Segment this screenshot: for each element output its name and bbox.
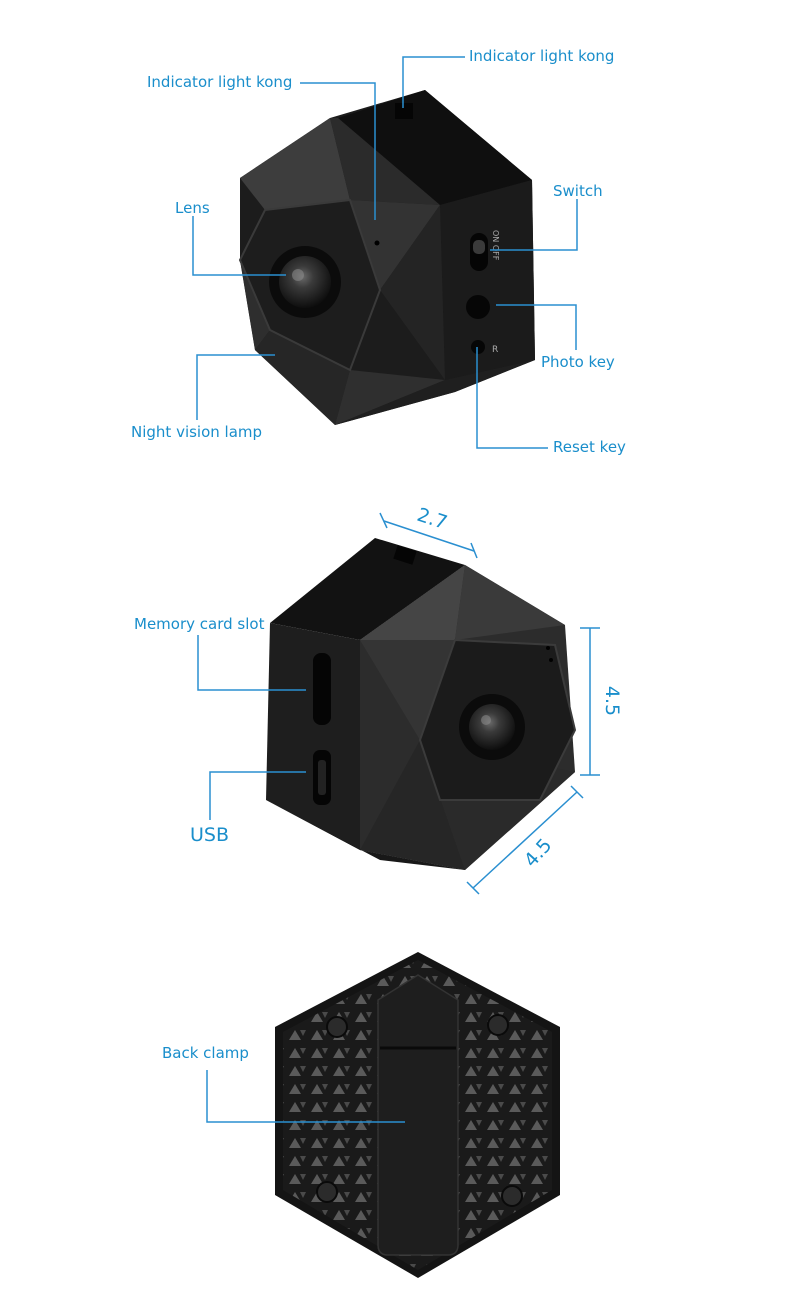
device-front-view: ON OFF R <box>238 90 535 425</box>
indicator-hole-top-icon <box>395 103 413 119</box>
label-memory-slot: Memory card slot <box>134 615 265 633</box>
label-lens: Lens <box>175 199 210 217</box>
switch-marks: ON OFF <box>491 230 500 261</box>
device-back-view <box>275 952 560 1278</box>
label-night-vision: Night vision lamp <box>131 423 263 441</box>
leader-lines-middle <box>197 635 306 820</box>
label-photo-key: Photo key <box>541 353 615 371</box>
label-back-clamp: Back clamp <box>162 1044 249 1062</box>
photo-key-icon <box>466 295 490 319</box>
label-indicator-front: Indicator light kong <box>147 73 293 91</box>
label-usb: USB <box>190 824 230 846</box>
label-indicator-top: Indicator light kong <box>469 47 615 65</box>
label-reset-key: Reset key <box>553 438 626 456</box>
dimension-right: 4.5 <box>601 685 624 717</box>
reset-mark: R <box>492 345 498 355</box>
memory-slot-icon <box>313 653 331 725</box>
dimension-lines <box>379 512 600 895</box>
label-switch: Switch <box>553 182 603 200</box>
device-side-view <box>266 538 577 870</box>
back-clamp-icon <box>377 974 459 1256</box>
reset-key-icon <box>471 340 485 354</box>
leader-lines-bottom <box>206 1070 405 1123</box>
leader-lines-top <box>192 56 578 449</box>
